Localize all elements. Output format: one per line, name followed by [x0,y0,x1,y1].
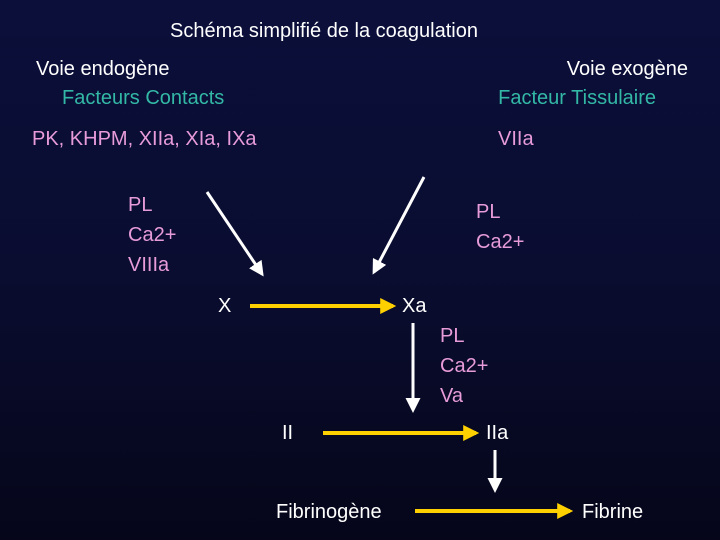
arrow-intrinsic-to-x [205,191,264,277]
left-pathway-name: Voie endogène [36,58,170,80]
right-pathway-name: Voie exogène [566,58,688,80]
cofactor-right-ca: Ca2+ [476,231,525,253]
node-ii: II [282,422,294,444]
node-fibrinogen: Fibrinogène [276,501,382,523]
node-xa: Xa [402,295,427,317]
cofactor-right-pl: PL [476,201,501,223]
arrow-extrinsic-to-x [372,176,426,275]
right-pathway-factors: VIIa [498,128,534,150]
left-pathway-factors: PK, KHPM, XIIa, XIa, IXa [32,128,257,150]
cofactor-xa-ca: Ca2+ [440,355,489,377]
cofactor-xa-va: Va [440,385,463,407]
right-pathway-subtitle: Facteur Tissulaire [498,87,656,109]
cofactor-left-pl: PL [128,194,153,216]
left-pathway-subtitle: Facteurs Contacts [62,87,225,109]
cofactor-xa-pl: PL [440,325,465,347]
node-fibrin: Fibrine [582,501,644,523]
node-x: X [218,295,232,317]
diagram-title: Schéma simplifié de la coagulation [170,20,478,42]
cofactor-left-viiia: VIIIa [128,254,170,276]
node-iia: IIa [486,422,509,444]
cofactor-left-ca: Ca2+ [128,224,177,246]
